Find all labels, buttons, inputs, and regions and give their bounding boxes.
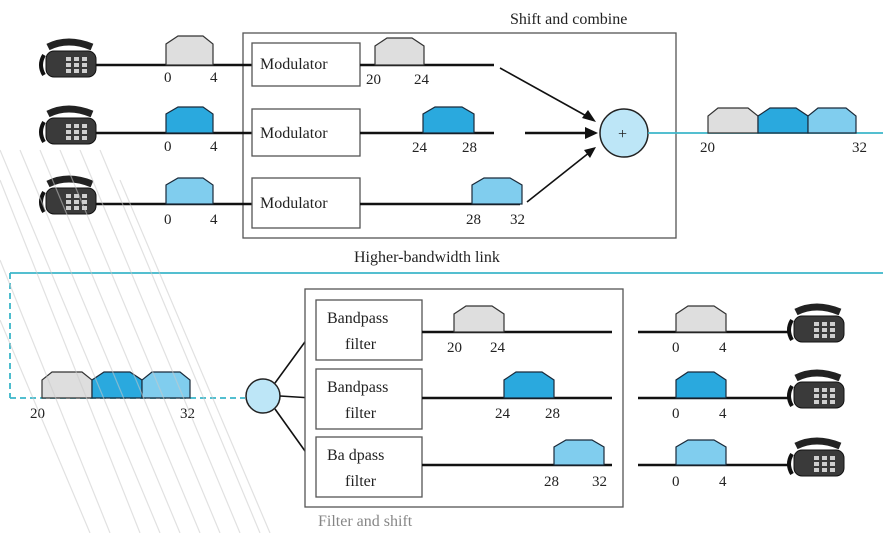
modulated-spectrum-2 [422, 106, 475, 134]
filtered-spectrum-2 [503, 371, 555, 399]
watermark-hatching [0, 149, 271, 533]
output-spectrum-3 [675, 439, 727, 466]
telephone-icon [789, 373, 844, 408]
telephone-icon [41, 179, 96, 214]
telephone-icon [789, 307, 844, 342]
input-tick-start: 0 [164, 212, 172, 228]
filtered-tick-start: 24 [495, 406, 511, 422]
filtered-tick-start: 28 [544, 474, 559, 490]
output-tick-end: 4 [719, 474, 727, 490]
modulator-label: Modulator [260, 125, 328, 142]
modulated-tick-start: 20 [366, 72, 381, 88]
combined-tick-start: 20 [700, 140, 715, 156]
output-tick-end: 4 [719, 340, 727, 356]
combined-tick-end: 32 [852, 140, 867, 156]
filtered-tick-end: 32 [592, 474, 607, 490]
combined-spectrum-ch1 [707, 107, 759, 134]
telephone-icon [789, 441, 844, 476]
output-tick-start: 0 [672, 340, 680, 356]
input-spectrum-1 [165, 35, 214, 66]
adder-plus: + [618, 126, 627, 143]
input-tick-end: 4 [210, 212, 218, 228]
input-tick-end: 4 [210, 139, 218, 155]
bandpass-filter-label-partial: filter [345, 473, 377, 490]
input-tick-start: 0 [164, 139, 172, 155]
bandpass-filter-label: filter [345, 336, 377, 353]
modulated-tick-start: 24 [412, 140, 428, 156]
bandpass-filter-label: filter [345, 405, 377, 422]
modulated-spectrum-3 [471, 177, 523, 205]
modulated-tick-end: 24 [414, 72, 430, 88]
bandpass-filter-label: Bandpass [327, 379, 388, 396]
input-tick-start: 0 [164, 70, 172, 86]
modulated-tick-end: 28 [462, 140, 477, 156]
telephone-icon [41, 109, 96, 144]
output-tick-start: 0 [672, 406, 680, 422]
filtered-spectrum-1 [453, 305, 505, 333]
splitter-icon [245, 378, 281, 414]
modulator-label: Modulator [260, 195, 328, 212]
input-spectrum-2 [165, 106, 214, 134]
higher-bandwidth-link-caption: Higher-bandwidth link [354, 249, 500, 266]
combined-spectrum-ch2 [757, 107, 809, 134]
filtered-tick-end: 28 [545, 406, 560, 422]
shift-combine-title: Shift and combine [510, 11, 627, 28]
modulated-tick-end: 32 [510, 212, 525, 228]
filtered-tick-start: 20 [447, 340, 462, 356]
combined-spectrum-ch3 [807, 107, 857, 134]
filtered-spectrum-3 [553, 439, 605, 466]
input-tick-end: 4 [210, 70, 218, 86]
modulated-tick-start: 28 [466, 212, 481, 228]
bandpass-filter-box [315, 436, 423, 498]
modulator-label: Modulator [260, 56, 328, 73]
bandpass-filter-label-partial: Ba dpass [327, 447, 384, 464]
output-tick-start: 0 [672, 474, 680, 490]
telephone-icon [41, 42, 96, 77]
bandpass-filter-box [315, 299, 423, 361]
output-tick-end: 4 [719, 406, 727, 422]
received-tick-end: 32 [180, 406, 195, 422]
bandpass-filter-label: Bandpass [327, 310, 388, 327]
bandpass-filter-box [315, 368, 423, 430]
input-spectrum-3 [165, 177, 214, 205]
received-spectrum-ch3 [141, 371, 191, 399]
filter-shift-caption-partial: Filter and shift [318, 513, 413, 530]
modulator-box [251, 42, 361, 87]
filtered-tick-end: 24 [490, 340, 506, 356]
output-spectrum-2 [675, 371, 727, 399]
modulated-spectrum-1 [374, 37, 425, 66]
output-spectrum-1 [675, 305, 727, 333]
modulator-box [251, 108, 361, 157]
